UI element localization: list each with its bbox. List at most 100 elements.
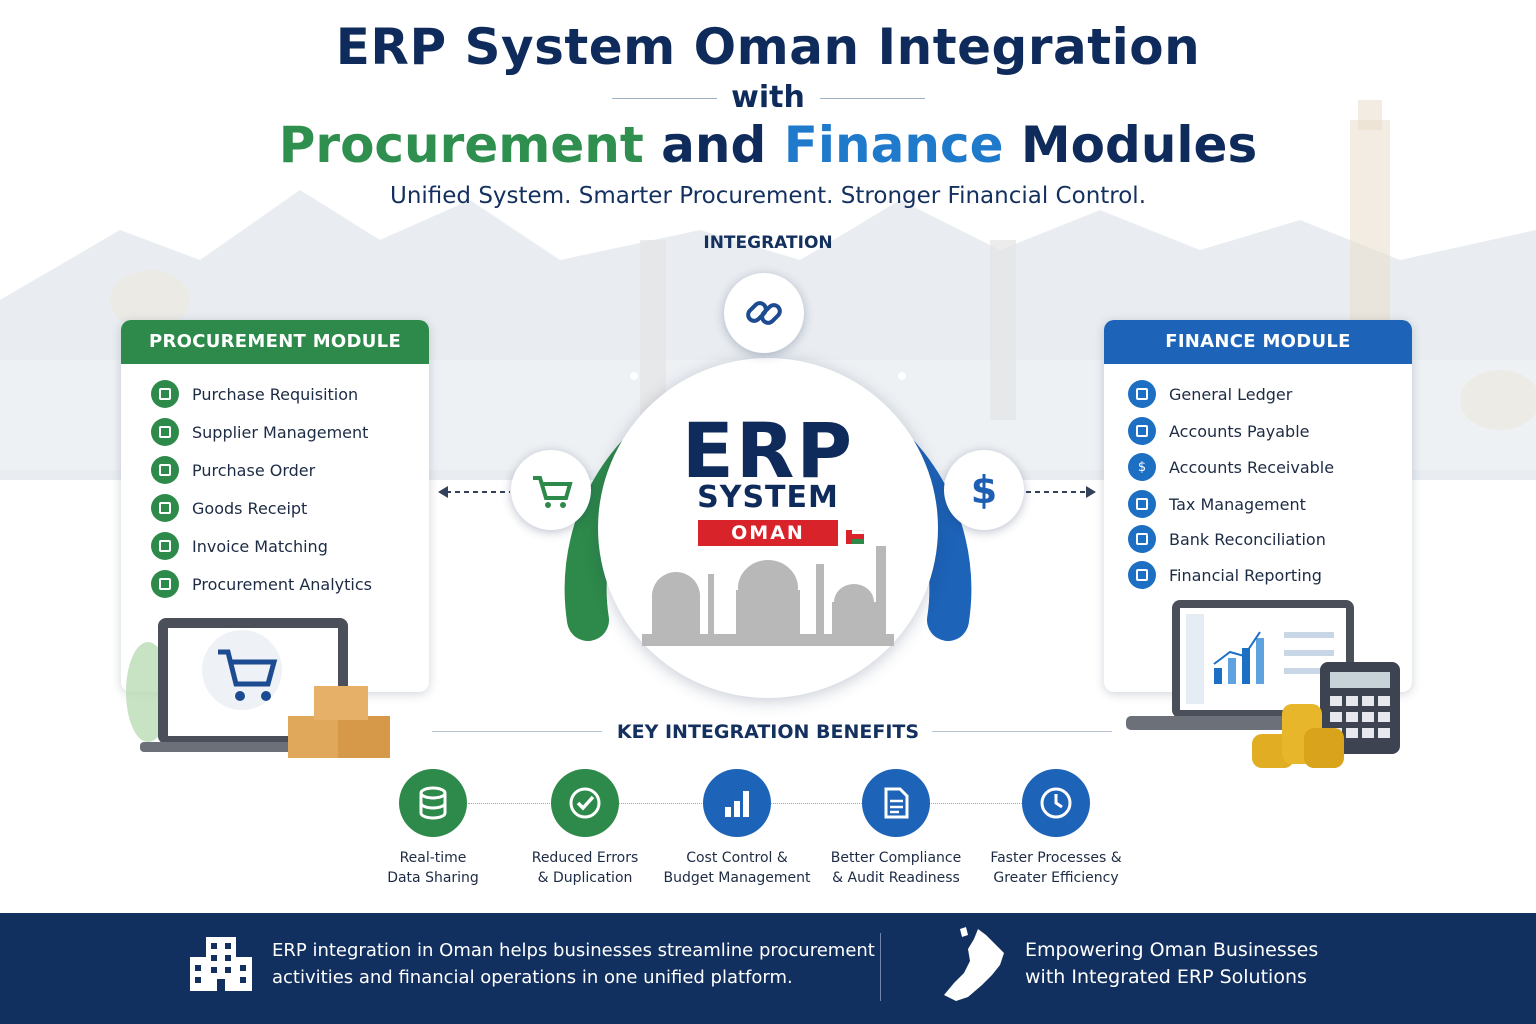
database-icon [419,786,447,820]
ledger-icon [1128,380,1156,408]
finance-item-label: Bank Reconciliation [1169,529,1326,549]
benefits-rule-right [932,731,1112,732]
finance-node: $ [944,450,1024,530]
finance-item[interactable]: Tax Management [1128,490,1306,518]
payable-icon [1128,417,1156,445]
invoice-icon [151,532,179,560]
finance-item-label: Tax Management [1169,494,1306,514]
document-icon [884,787,909,819]
footer-left-text: ERP integration in Oman helps businesses… [272,937,875,991]
erp-center-circle: ERP SYSTEM OMAN [598,358,938,698]
benefit-line2: Greater Efficiency [993,870,1119,886]
purchase-order-icon [151,456,179,484]
procurement-item[interactable]: Procurement Analytics [151,570,372,598]
page-subtitle: Unified System. Smarter Procurement. Str… [389,183,1147,209]
goods-receipt-icon [151,494,179,522]
footer-right-line2: with Integrated ERP Solutions [1025,966,1307,988]
procurement-item[interactable]: Purchase Requisition [151,380,358,408]
benefit-line2: & Duplication [537,870,633,886]
chain-link-icon [746,301,782,325]
oman-flag-icon [846,530,864,544]
finance-item-label: General Ledger [1169,384,1293,404]
laptop-cart-illustration [126,618,390,758]
check-circle-icon [569,787,601,819]
clock-icon [1040,787,1072,819]
analytics-icon [151,570,179,598]
benefit-cost [703,769,771,837]
page-title-line3: Procurement and Finance Modules [0,116,1536,174]
finance-item-label: Accounts Payable [1169,421,1310,441]
benefits-rule-left [432,731,602,732]
oman-map-icon [944,927,1004,1001]
procurement-node [511,450,591,530]
benefit-line2: Data Sharing [387,870,479,886]
benefit-compliance [862,769,930,837]
footer-left-line1: ERP integration in Oman helps businesses… [272,940,875,961]
finance-panel-title: FINANCE MODULE [1104,320,1412,364]
footer-right-line1: Empowering Oman Businesses [1025,939,1319,961]
oman-badge: OMAN [698,520,838,546]
mosque-skyline-icon [642,546,894,646]
dollar-sign-icon: $ [970,468,998,512]
procurement-arrow [438,486,510,498]
benefit-faster [1022,769,1090,837]
integration-link-node [724,273,804,353]
benefit-label: Cost Control &Budget Management [657,848,817,888]
supplier-icon [151,418,179,446]
procurement-item-label: Invoice Matching [192,536,328,556]
benefit-label: Better Compliance & Audit Readiness [816,848,976,888]
finance-item[interactable]: Financial Reporting [1128,561,1322,589]
requisition-icon [151,380,179,408]
finance-item-label: Accounts Receivable [1169,457,1335,477]
bar-chart-icon [725,791,749,817]
title-with-row: with [0,80,1536,115]
procurement-item[interactable]: Supplier Management [151,418,368,446]
footer-divider [880,933,881,1001]
footer-banner: ERP integration in Oman helps businesses… [0,913,1536,1024]
title-rule-right [820,98,925,99]
benefit-line1: Real-time [399,850,467,866]
laptop-finance-illustration [1126,600,1400,768]
procurement-item-label: Supplier Management [192,422,369,442]
finance-item[interactable]: General Ledger [1128,380,1292,408]
title-finance: Finance [783,116,1004,174]
benefit-line2: & Audit Readiness [832,870,960,886]
buildings-icon [190,937,252,991]
finance-item[interactable]: Accounts Payable [1128,417,1309,445]
title-procurement: Procurement [278,116,644,174]
benefit-realtime [399,769,467,837]
finance-item-label: Financial Reporting [1169,565,1322,585]
benefit-line1: Better Compliance [830,850,962,866]
benefit-line1: Faster Processes & [990,850,1122,866]
benefit-line1: Cost Control & [686,850,788,866]
finance-item[interactable]: Bank Reconciliation [1128,525,1326,553]
page-title: ERP System Oman Integration [335,18,1201,76]
procurement-item[interactable]: Goods Receipt [151,494,307,522]
procurement-item-label: Purchase Requisition [192,384,359,404]
finance-item[interactable]: $ Accounts Receivable [1128,453,1334,481]
bank-icon [1128,525,1156,553]
tax-icon [1128,490,1156,518]
shopping-cart-icon [533,476,573,508]
title-rule-left [612,98,717,99]
procurement-item-label: Purchase Order [192,460,316,480]
erp-system-text: SYSTEM [697,480,839,515]
procurement-item-label: Goods Receipt [192,498,308,518]
benefit-label: Reduced Errors & Duplication [505,848,665,888]
finance-arrow [1026,486,1096,498]
integration-label: INTEGRATION [703,233,833,253]
dollar-icon: $ [1128,453,1156,481]
benefits-title: KEY INTEGRATION BENEFITS [616,721,920,743]
footer-left-line2: activities and financial operations in o… [272,967,793,988]
title-with: with [731,80,805,115]
procurement-panel-title: PROCUREMENT MODULE [121,320,429,364]
benefit-line1: Reduced Errors [531,850,639,866]
footer-right-text: Empowering Oman Businesses with Integrat… [1025,937,1318,991]
benefit-label: Faster Processes & Greater Efficiency [976,848,1136,888]
title-and: and [661,116,767,174]
procurement-item-label: Procurement Analytics [192,574,372,594]
procurement-item[interactable]: Invoice Matching [151,532,328,560]
report-icon [1128,561,1156,589]
procurement-item[interactable]: Purchase Order [151,456,315,484]
